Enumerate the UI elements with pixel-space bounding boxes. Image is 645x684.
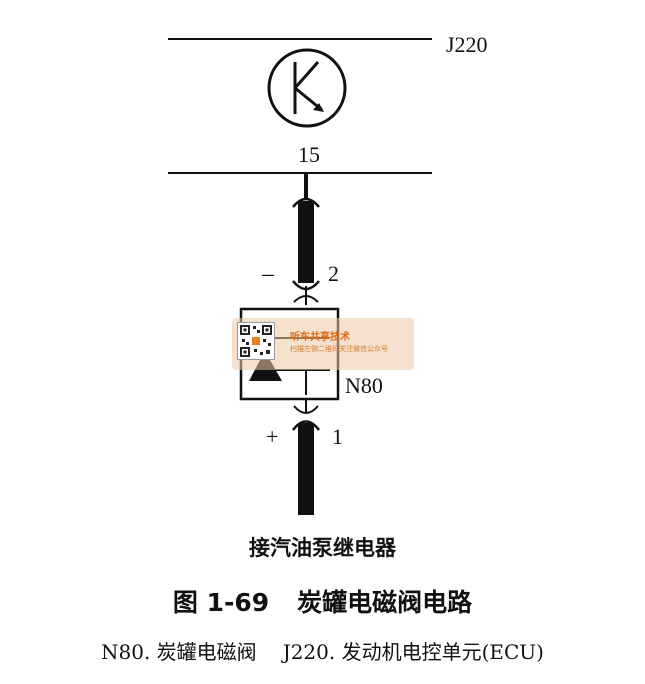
wire-lower-thick	[298, 423, 314, 515]
transistor-symbol	[267, 48, 347, 128]
watermark-subtitle: 扫描左侧二维码关注微信公众号	[290, 345, 388, 353]
label-minus: –	[262, 261, 274, 287]
qr-code-icon	[237, 322, 275, 360]
watermark-banner: 听车共享技术 扫描左侧二维码关注微信公众号	[232, 318, 414, 370]
label-plus: +	[266, 424, 279, 449]
legend: N80. 炭罐电磁阀 J220. 发动机电控单元(ECU)	[0, 636, 645, 665]
figure-number: 图 1-69	[172, 588, 270, 617]
label-terminal-15: 15	[298, 142, 320, 167]
figure-caption: 图 1-69 炭罐电磁阀电路	[0, 583, 645, 619]
legend-item-n80: N80. 炭罐电磁阀	[101, 640, 257, 664]
label-j220: J220	[446, 32, 488, 57]
connector-pin2-lower-cup	[293, 295, 319, 303]
label-pin-1: 1	[332, 424, 343, 449]
label-n80: N80	[345, 373, 383, 398]
connector-pin1-cup	[292, 420, 320, 431]
label-pin-2: 2	[328, 261, 339, 286]
connector-pin1-upper-cup	[293, 405, 319, 414]
figure-title: 炭罐电磁阀电路	[297, 588, 473, 617]
pump-relay-label: 接汽油泵继电器	[249, 536, 396, 560]
wire-upper-thick	[298, 201, 314, 283]
watermark-title: 听车共享技术	[290, 332, 350, 343]
connector-upper-cup	[292, 197, 320, 208]
legend-item-j220: J220. 发动机电控单元(ECU)	[282, 640, 544, 664]
